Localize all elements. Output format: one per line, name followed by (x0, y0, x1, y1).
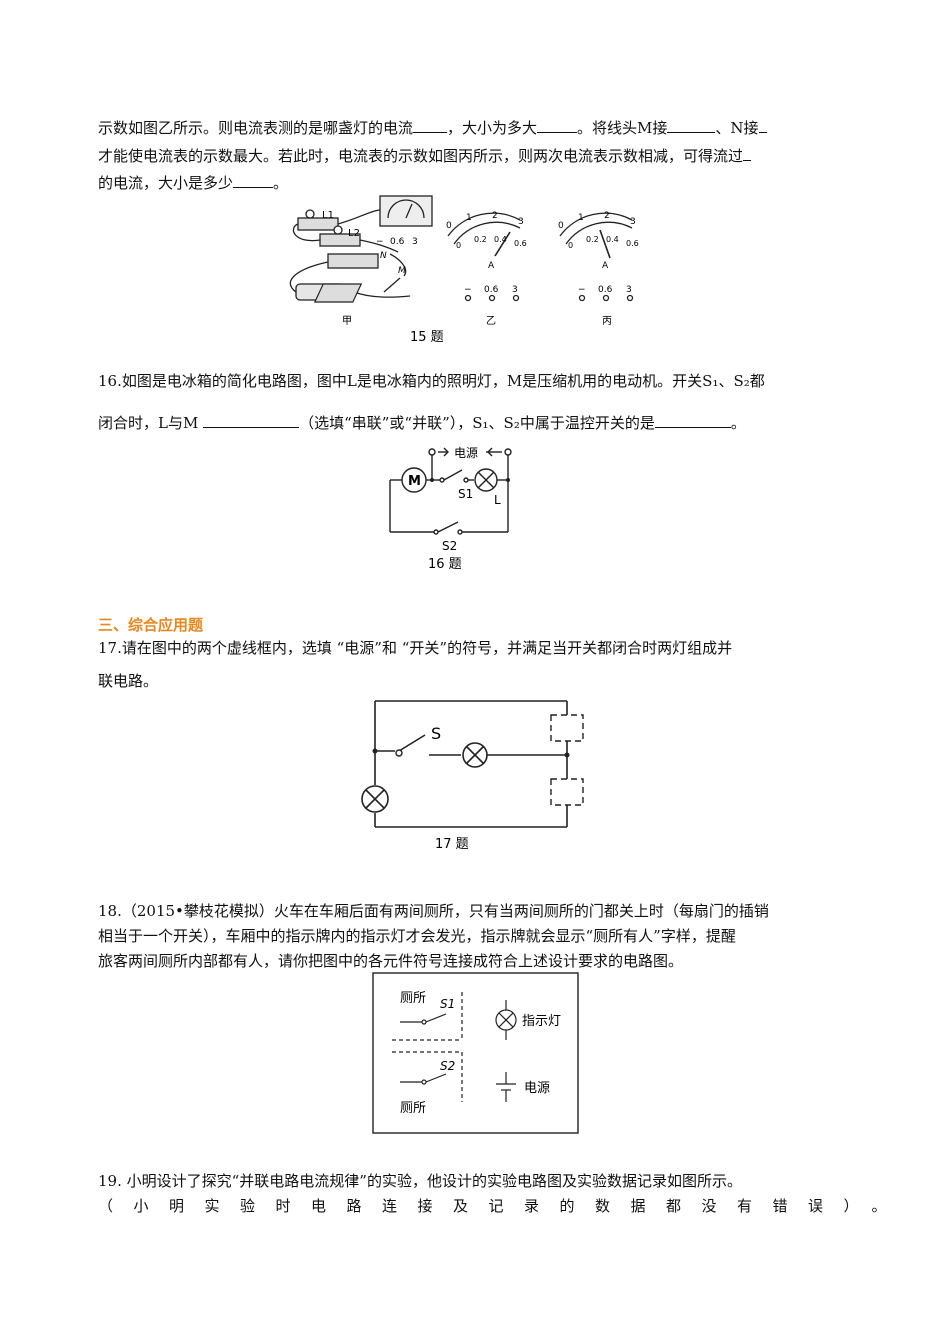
meter-yi (447, 212, 521, 302)
q15-blank-lamp[interactable] (413, 118, 448, 133)
q16-blank-switch[interactable] (654, 413, 731, 428)
bing-terminal-3: 3 (626, 285, 632, 295)
q17-text-line2: 联电路。 (98, 672, 159, 690)
bing-scale-0: 0 (558, 221, 564, 231)
dashed-box-top[interactable] (550, 714, 584, 742)
q18-toilet2-label: 厕所 (400, 1101, 426, 1116)
q15-blank-current[interactable] (537, 118, 578, 133)
q16-s1-label: S1 (458, 487, 473, 501)
q16-s2-label: S2 (442, 539, 457, 553)
q17-caption: 17 题 (435, 837, 469, 852)
bing-scale-2: 2 (604, 211, 610, 221)
q16-text-line2: 闭合时，L与M （选填“串联”或“并联”），S₁、S₂中属于温控开关的是。 (98, 413, 746, 432)
q15-text-line3: 的电流，大小是多少。 (98, 173, 289, 192)
q15-blank-which[interactable] (743, 146, 752, 161)
q15-blank-n[interactable] (758, 118, 767, 133)
junction-dot (372, 748, 378, 754)
q16-caption: 16 题 (428, 557, 462, 572)
q18-text-line1: 18.（2015•攀枝花模拟）火车在车厢后面有两间厕所，只有当两间厕所的门都关上… (98, 902, 769, 920)
bing-unit: A (602, 261, 609, 271)
bing-scale-1: 1 (578, 213, 584, 223)
q18-power-label: 电源 (524, 1081, 550, 1096)
q17-figure: S 17 题 (361, 700, 584, 852)
dashed-box-bottom[interactable] (550, 778, 584, 806)
q16-motor-label: M (408, 474, 421, 489)
label-bing: 丙 (602, 316, 612, 327)
label-N: N (380, 251, 387, 261)
q16-blank-relation[interactable] (203, 413, 300, 428)
yi-terminal-3: 3 (512, 285, 518, 295)
yi-terminal-06: 0.6 (484, 285, 499, 295)
yi-scale-1: 1 (466, 213, 472, 223)
q18-lamp-label: 指示灯 (522, 1014, 561, 1029)
q19-text-line2: （小明实验时电路连接及记录的数据都没有错误）。 (98, 1197, 908, 1215)
q15-blank-size[interactable] (233, 173, 274, 188)
q17-text-line1: 17.请在图中的两个虚线框内，选填 “电源”和 “开关”的符号，并满足当开关都闭… (98, 639, 733, 657)
bing-scale-b0: 0 (568, 241, 573, 250)
bing-scale-b04: 0.4 (606, 235, 619, 244)
q16-figure: 电源 M S1 L S2 16 题 (389, 446, 512, 572)
q18-text-line2: 相当于一个开关），车厢中的指示牌内的指示灯才会发光，指示牌就会显示“厕所有人”字… (98, 927, 736, 945)
q18-toilet1-label: 厕所 (400, 991, 426, 1006)
yi-scale-b02: 0.2 (474, 235, 487, 244)
bing-terminal-06: 0.6 (598, 285, 613, 295)
q18-figure: 厕所 S1 S2 厕所 指示灯 电源 (372, 972, 579, 1134)
label-yi: 乙 (486, 315, 496, 327)
circuit-jia (289, 195, 433, 303)
yi-scale-0: 0 (446, 221, 452, 231)
bing-scale-b06: 0.6 (626, 239, 639, 248)
q19-text-line1: 19. 小明设计了探究“并联电路电流规律”的实验，他设计的实验电路图及实验数据记… (98, 1172, 742, 1190)
q16-l-label: L (494, 493, 501, 507)
junction-dot (430, 478, 434, 482)
q16-power-label: 电源 (454, 446, 478, 460)
bing-scale-b02: 0.2 (586, 235, 599, 244)
yi-scale-b04: 0.4 (494, 235, 507, 244)
section-title: 三、综合应用题 (98, 616, 204, 634)
label-M: M (398, 266, 406, 276)
bing-scale-3: 3 (630, 217, 636, 227)
yi-scale-b0: 0 (456, 241, 461, 250)
q16-text-line1: 16.如图是电冰箱的简化电路图，图中L是电冰箱内的照明灯，M是压缩机用的电动机。… (98, 372, 765, 390)
label-L2: L2 (348, 228, 360, 239)
meter-bing (559, 212, 634, 302)
jia-terminal-06: 0.6 (390, 237, 405, 247)
q15-text-line1: 示数如图乙所示。则电流表测的是哪盏灯的电流，大小为多大。将线头M接、N接 (98, 117, 767, 139)
yi-scale-b06: 0.6 (514, 239, 527, 248)
q18-s2-label: S2 (440, 1059, 455, 1073)
q15-figure: L1 L2 M N − 0.6 3 甲 0 1 2 3 0 0.2 0.4 0.… (289, 195, 639, 345)
q18-s1-label: S1 (440, 997, 455, 1011)
junction-dot (506, 478, 510, 482)
q17-s-label: S (431, 724, 441, 743)
yi-scale-3: 3 (518, 217, 524, 227)
jia-terminal-3: 3 (412, 237, 418, 247)
q15-blank-m[interactable] (667, 118, 716, 133)
junction-dot (564, 752, 570, 758)
yi-unit: A (488, 261, 495, 271)
label-jia: 甲 (342, 316, 352, 327)
q15-text-line2: 才能使电流表的示数最大。若此时，电流表的示数如图丙所示，则两次电流表示数相减，可… (98, 145, 752, 167)
label-L1: L1 (322, 210, 334, 221)
q15-caption: 15 题 (410, 330, 444, 345)
bing-terminal-neg: − (578, 285, 586, 295)
q18-text-line3: 旅客两间厕所内部都有人，请你把图中的各元件符号连接成符合上述设计要求的电路图。 (98, 952, 684, 970)
jia-terminal-neg: − (376, 237, 384, 247)
yi-terminal-neg: − (464, 285, 472, 295)
yi-scale-2: 2 (492, 211, 498, 221)
